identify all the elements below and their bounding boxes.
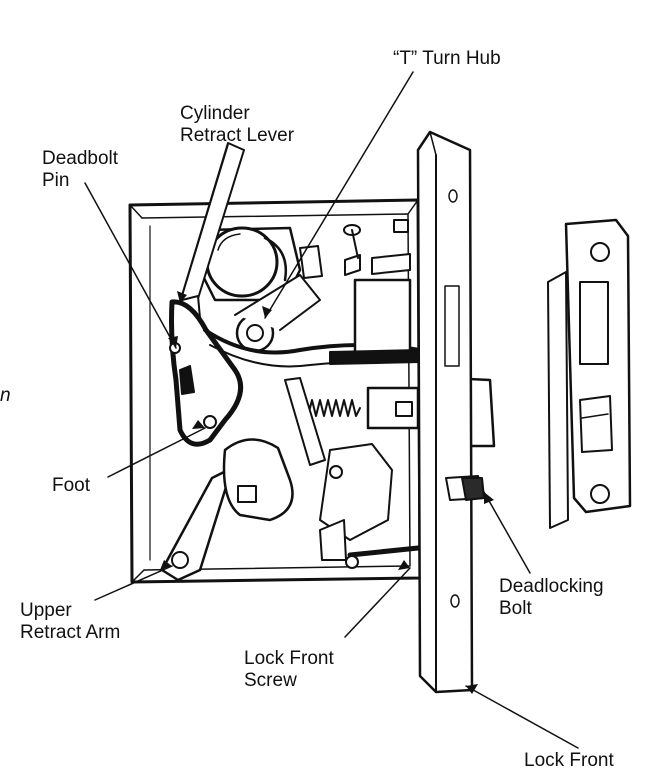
leader-lines: [84, 71, 579, 749]
deadlocking-bolt-part: [445, 475, 485, 501]
label-upper-retract-arm: Upper Retract Arm: [20, 600, 121, 643]
upper-bolt-housing: [299, 219, 421, 365]
arrowheads: [160, 291, 494, 694]
label-lock-front-screw: Lock Front Screw: [244, 648, 334, 691]
lock-front-plate: [416, 130, 474, 694]
label-t-turn-hub: “T” Turn Hub: [393, 48, 501, 69]
label-deadlocking-bolt: Deadlocking Bolt: [499, 576, 604, 619]
label-lock-front: Lock Front: [524, 750, 614, 771]
label-deadbolt-pin: Deadbolt Pin: [42, 148, 119, 191]
deadbolt-lever: [169, 299, 422, 447]
label-foot: Foot: [52, 475, 91, 496]
strike-frame: [547, 271, 569, 529]
edge-text-fragment: n: [0, 385, 11, 406]
deadbolt-spring: [299, 386, 420, 430]
strike-plate: [564, 218, 632, 514]
label-cylinder-retract-lever: Cylinder Retract Lever: [180, 103, 295, 146]
upper-retract-arm-part: [160, 377, 421, 582]
